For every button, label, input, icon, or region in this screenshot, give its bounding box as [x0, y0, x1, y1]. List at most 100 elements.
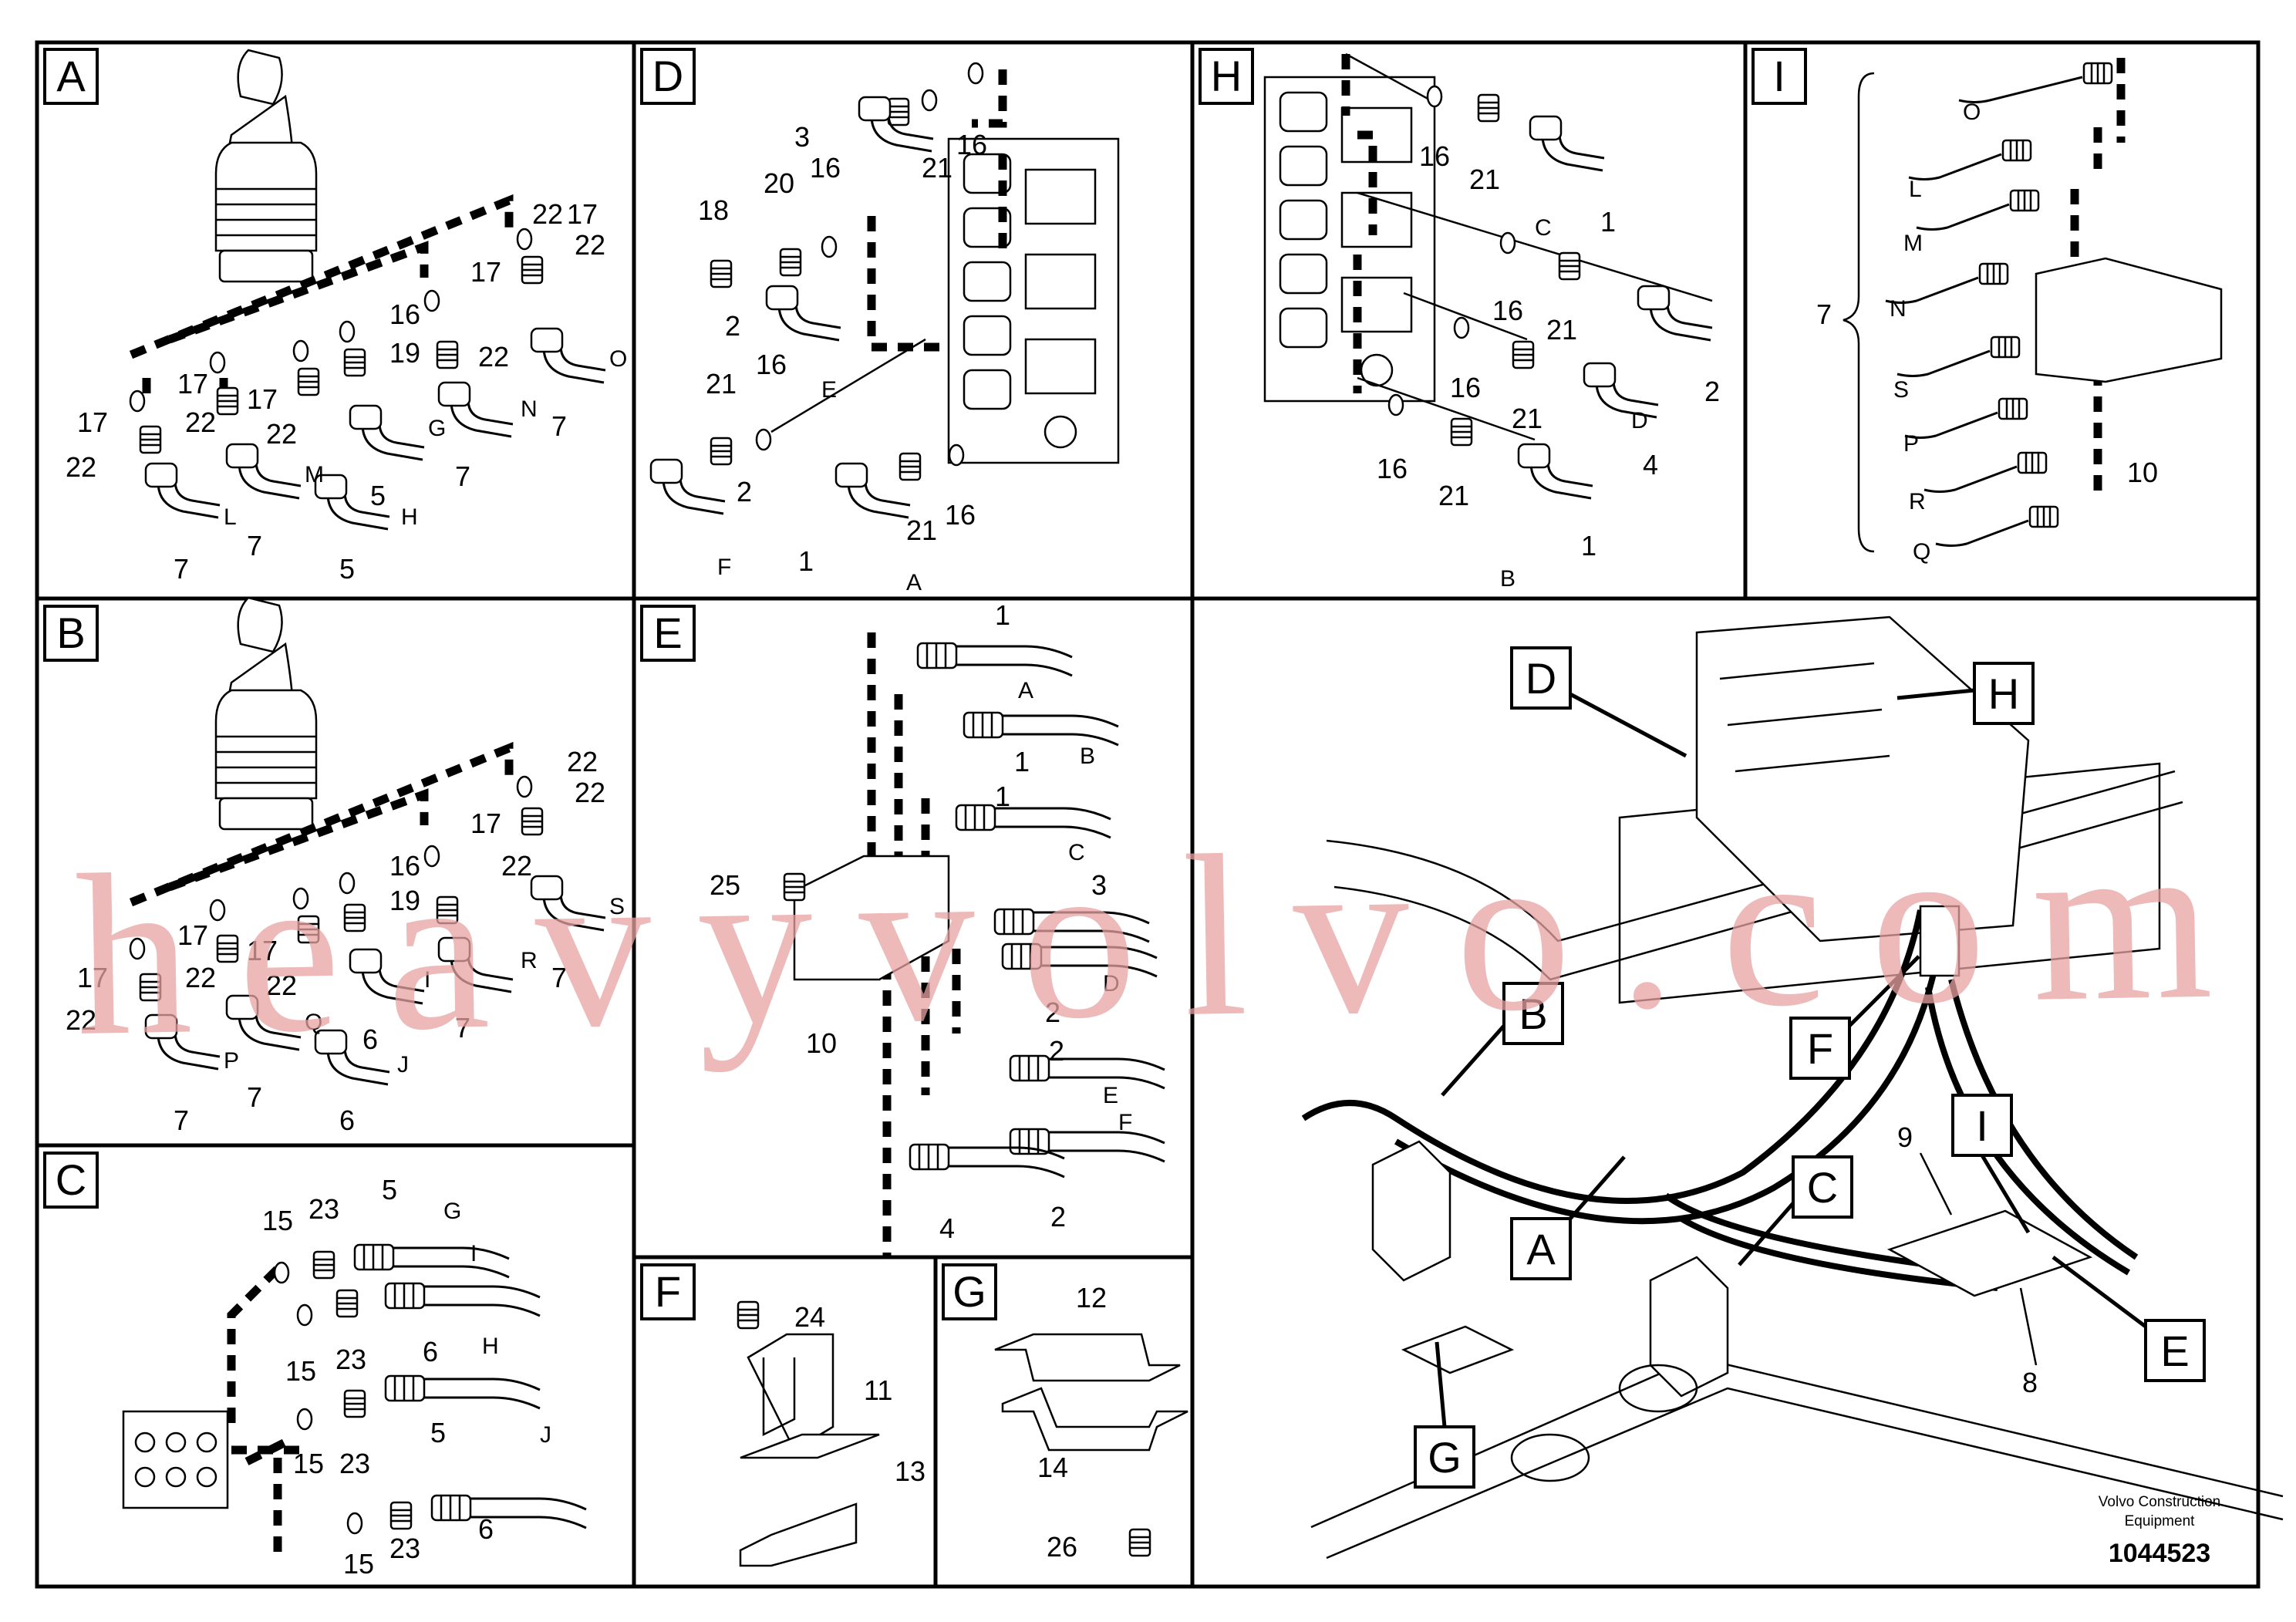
part-number-label: 1 [1581, 530, 1596, 561]
part-number-label: 22 [266, 969, 297, 1001]
bracket-plate-lower [1001, 1387, 1188, 1452]
part-number-label: 7 [551, 410, 567, 442]
part-number-label: 16 [810, 152, 841, 184]
part-number-label: M [305, 462, 324, 487]
part-number-label: 2 [725, 310, 740, 342]
callout-box [1789, 1017, 1851, 1080]
part-number-label: O [1963, 99, 1981, 125]
part-number-label: 4 [939, 1212, 955, 1244]
joystick-icon [214, 49, 318, 283]
part-number-label: 1 [798, 545, 814, 577]
part-number-label: 16 [1419, 140, 1450, 172]
part-number-label: 22 [532, 198, 563, 230]
callout-box [43, 1152, 99, 1209]
callout-box [1973, 662, 2035, 725]
part-number-label: 2 [1045, 996, 1060, 1028]
part-number-label: 3 [794, 121, 810, 153]
part-number-label: I [1773, 52, 1785, 100]
part-number-label: 5 [430, 1417, 446, 1448]
part-number-label: F [1118, 1110, 1132, 1135]
part-number-label: 7 [455, 460, 470, 492]
part-number-label: L [224, 504, 237, 530]
part-number-label: 9 [1897, 1121, 1913, 1153]
part-number-label: 25 [710, 869, 740, 901]
part-number-label: F [1807, 1024, 1833, 1073]
panel-e: E 1 A 1 B 1 C 3 25 10 2 D 2 E 4 2 F [640, 599, 1166, 1257]
part-number-label: 21 [906, 514, 937, 546]
part-number-label: 22 [66, 1004, 96, 1036]
part-number-label: L [1909, 177, 1922, 202]
part-number-label: 2 [737, 476, 752, 508]
part-number-label: A [1526, 1225, 1556, 1273]
part-number-label: 21 [1512, 403, 1542, 434]
part-number-label: D [652, 52, 683, 100]
part-number-label: 16 [1377, 453, 1408, 484]
part-number-label: 17 [247, 935, 278, 966]
part-number-label: 1 [995, 599, 1010, 631]
part-number-label: 21 [1469, 164, 1500, 195]
part-number-label: 5 [382, 1174, 397, 1206]
callout-box [1510, 646, 1572, 710]
part-number-label: S [1893, 377, 1909, 403]
part-number-label: 6 [478, 1513, 494, 1545]
part-number-label: 19 [389, 885, 420, 916]
bracket-plate-upper [994, 1333, 1181, 1382]
part-number-label: F [655, 1267, 681, 1316]
control-valve-icon [947, 137, 1120, 464]
part-number-label: 22 [567, 746, 598, 777]
part-number-label: R [521, 948, 538, 973]
part-number-label: 17 [177, 919, 208, 951]
callout-box [1199, 48, 1254, 105]
part-number-label: I [1976, 1101, 1988, 1150]
company-name-line2: Equipment [2125, 1513, 2196, 1529]
part-number-label: 7 [174, 553, 189, 585]
part-number-label: 5 [339, 553, 355, 585]
part-number-label: G [443, 1199, 461, 1224]
part-number-label: 1 [1014, 746, 1030, 777]
part-number-label: G [952, 1267, 986, 1316]
footer: Volvo Construction Equipment 1044523 [2099, 1494, 2220, 1568]
panel-i: I O L M N 7 S P R Q 10 [1752, 48, 2223, 565]
part-number-label: 13 [895, 1455, 925, 1487]
callout-box [1792, 1155, 1853, 1219]
joystick-icon [214, 596, 318, 831]
part-number-label: B [1080, 744, 1095, 769]
callout-box [1510, 1217, 1572, 1280]
part-number-label: 6 [423, 1336, 438, 1367]
part-number-label: O [609, 346, 627, 372]
part-number-label: 2 [1050, 1201, 1066, 1233]
part-number-label: 15 [262, 1205, 293, 1236]
part-number-label: 21 [1546, 314, 1577, 346]
part-number-label: H [1988, 669, 2019, 718]
part-number: 1044523 [2109, 1539, 2210, 1568]
part-number-label: E [1103, 1083, 1118, 1108]
part-number-label: N [1890, 296, 1907, 322]
callout-box [640, 48, 696, 105]
part-number-label: Q [1913, 539, 1930, 565]
part-number-label: 22 [575, 229, 605, 261]
watermark: heavyvolvo.com [73, 791, 2213, 1084]
part-number-label: B [56, 609, 85, 657]
part-number-label: 12 [1076, 1282, 1107, 1313]
part-number-label: 15 [285, 1355, 316, 1387]
part-number-label: 21 [706, 368, 737, 400]
part-number-label: 16 [389, 850, 420, 882]
diagram-frames [35, 40, 2261, 1589]
panel-a: A 17 17 22 17 22 16 19 22 17 22 17 22 22… [43, 48, 627, 585]
part-number-label: 23 [389, 1533, 420, 1564]
part-number-label: 19 [389, 337, 420, 369]
pilot-line-a [129, 194, 514, 359]
part-number-label: 22 [185, 406, 216, 438]
part-number-label: 7 [1816, 298, 1832, 330]
part-number-label: 6 [339, 1104, 355, 1136]
part-number-label: B [1500, 566, 1515, 592]
part-number-label: 7 [174, 1104, 189, 1136]
part-number-label: 21 [922, 152, 952, 184]
part-number-label: 10 [806, 1027, 837, 1059]
part-number-label: 10 [2127, 457, 2158, 488]
part-number-label: H [1211, 52, 1242, 100]
part-number-label: 15 [343, 1548, 374, 1580]
part-number-label: 7 [455, 1012, 470, 1044]
part-number-label: A [906, 570, 922, 595]
bracket-clamp [747, 1333, 834, 1452]
